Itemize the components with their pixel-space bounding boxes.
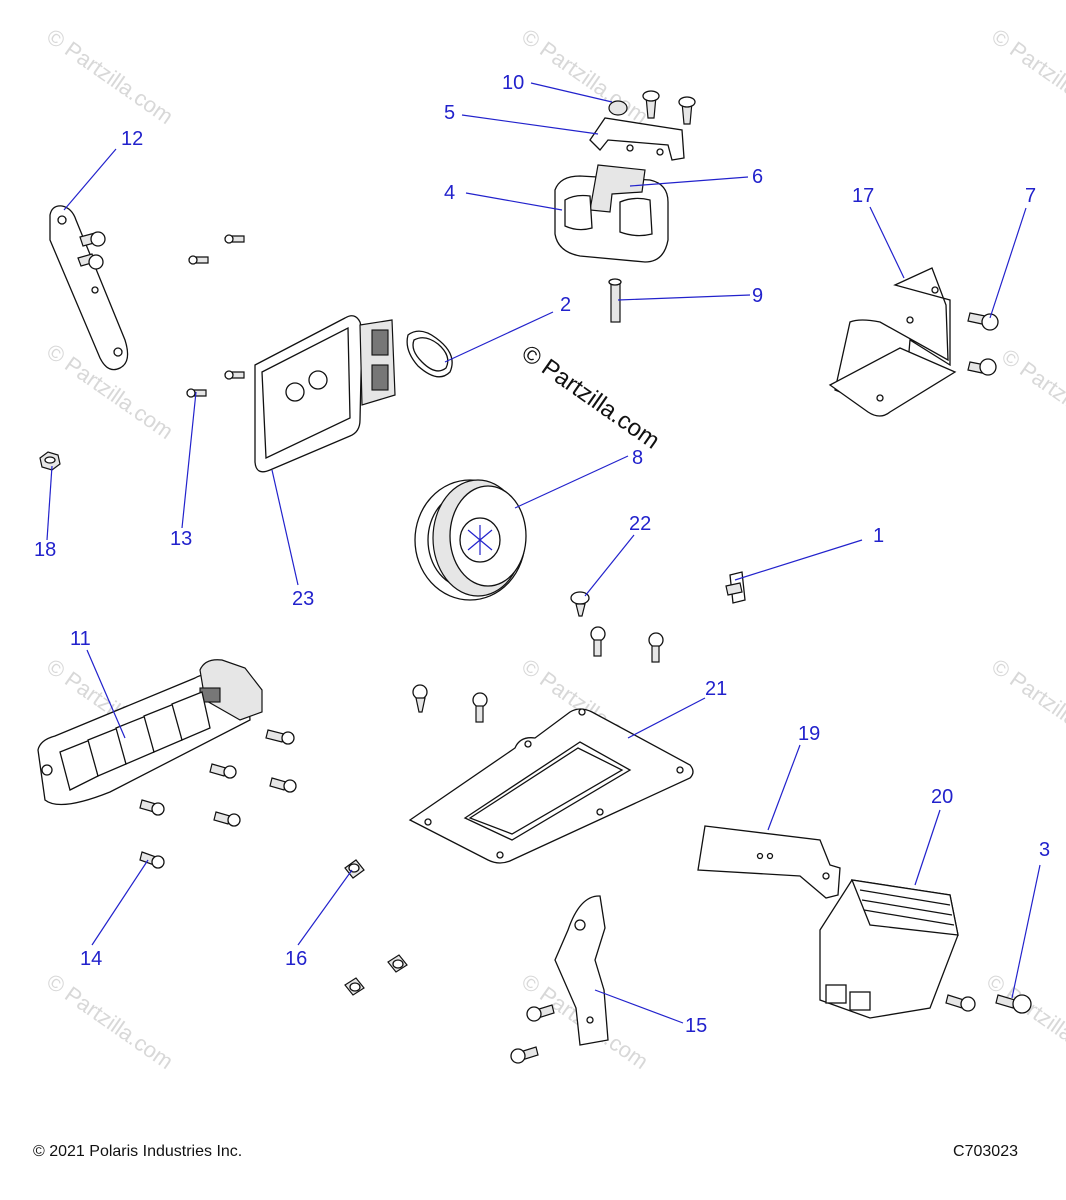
coil-units [59, 691, 211, 791]
callout-15: 15 [685, 1015, 707, 1037]
callout-11: 11 [70, 628, 91, 650]
callout-21: 21 [705, 678, 727, 700]
watermark: © Partzilla.com [982, 969, 1066, 1075]
callout-17: 17 [852, 185, 874, 207]
callout-14: 14 [80, 948, 102, 970]
watermark-main: © Partzilla.com [517, 340, 665, 455]
callout-9: 9 [752, 285, 763, 307]
callout-22: 22 [629, 513, 651, 535]
part-9-bolt [608, 278, 622, 323]
watermark: © Partzilla.com [997, 344, 1066, 450]
watermark: © Partzilla.com [987, 654, 1066, 760]
part-4-relay-block [554, 164, 669, 263]
diagram-code: C703023 [953, 1143, 1018, 1160]
part-2-cable-tie [406, 330, 453, 378]
part-20-voltage-regulator [819, 879, 959, 1019]
watermark: © Partzilla.com [987, 24, 1066, 130]
callout-18: 18 [34, 539, 56, 561]
part-14-screw [139, 851, 165, 869]
callout-13: 13 [170, 528, 192, 550]
callout-23: 23 [292, 588, 314, 610]
part-7-bolts [967, 312, 999, 376]
part-13-screws [186, 234, 245, 398]
watermark: © Partzilla.com [517, 24, 653, 130]
callout-3: 3 [1039, 839, 1050, 861]
part-fasteners-top [642, 90, 696, 125]
callout-7: 7 [1025, 185, 1036, 207]
callout-20: 20 [931, 786, 953, 808]
callout-5: 5 [444, 102, 455, 124]
part-22-push-pin [570, 591, 590, 617]
part-12-bolts [77, 231, 106, 270]
part-10-nut [608, 100, 628, 116]
part-11-screws [139, 729, 297, 827]
watermark: © Partzilla.com [42, 969, 178, 1075]
callout-2: 2 [560, 294, 571, 316]
callout-12: 12 [121, 128, 143, 150]
part-17-bracket [828, 267, 957, 417]
callout-19: 19 [798, 723, 820, 745]
part-21-gasket [408, 708, 694, 864]
part-3-bolts [945, 994, 1032, 1014]
part-16-grommets [344, 859, 408, 996]
part-23-ecu [254, 315, 396, 473]
part-18-nut [39, 451, 61, 471]
callout-8: 8 [632, 447, 643, 469]
part-15-bolts [510, 1004, 555, 1064]
callout-labels: 1 2 3 4 5 6 7 8 9 10 11 12 13 14 15 16 1… [34, 72, 1050, 1037]
callout-6: 6 [752, 166, 763, 188]
part-screws-mid [412, 626, 664, 723]
callout-4: 4 [444, 182, 455, 204]
part-19-bracket [697, 825, 841, 899]
part-1-clip [725, 571, 746, 604]
leader-lines [46, 82, 1041, 1024]
part-15-bracket [554, 895, 609, 1046]
part-11-coil-pack [37, 659, 263, 806]
watermark: © Partzilla.com [42, 24, 178, 130]
part-5-bracket [589, 117, 685, 161]
callout-16: 16 [285, 948, 307, 970]
callout-10: 10 [502, 72, 524, 94]
part-12-bracket [49, 205, 129, 371]
copyright-text: © 2021 Polaris Industries Inc. [33, 1143, 243, 1160]
part-8-grommet [414, 479, 527, 601]
callout-1: 1 [873, 525, 884, 547]
